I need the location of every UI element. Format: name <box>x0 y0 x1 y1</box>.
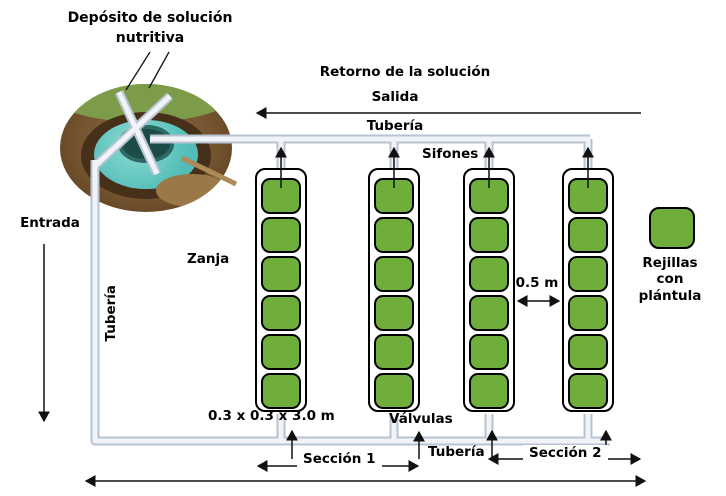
valvulas-label: Válvulas <box>389 411 453 427</box>
grid-with-seedling <box>374 256 414 292</box>
grid-with-seedling <box>261 295 301 331</box>
grid-with-seedling <box>469 217 509 253</box>
grid-with-seedling <box>469 178 509 214</box>
grid-with-seedling <box>261 178 301 214</box>
grid-with-seedling <box>374 295 414 331</box>
deposito-label: Depósito de solución nutritiva <box>67 10 233 47</box>
tuberia-left-label: Tubería <box>102 284 119 342</box>
soil-mound <box>156 173 229 207</box>
grid-with-seedling <box>568 256 608 292</box>
channel-3 <box>463 168 515 412</box>
grid-with-seedling <box>374 373 414 409</box>
grid-with-seedling <box>261 217 301 253</box>
sifones-label: Sifones <box>422 146 479 162</box>
grid-with-seedling <box>469 256 509 292</box>
salida-label: Salida <box>371 89 419 105</box>
rejillas-label: Rejillas con plántula <box>638 255 702 304</box>
grid-with-seedling <box>374 334 414 370</box>
grid-with-seedling <box>469 334 509 370</box>
grid-with-seedling <box>568 334 608 370</box>
zanja-label: Zanja <box>187 251 230 267</box>
grid-with-seedling <box>469 295 509 331</box>
sample-grid-with-seedling <box>649 207 695 249</box>
grid-with-seedling <box>568 373 608 409</box>
channel-2 <box>368 168 420 412</box>
grid-with-seedling <box>568 217 608 253</box>
grid-with-seedling <box>568 295 608 331</box>
grid-with-seedling <box>469 373 509 409</box>
grid-with-seedling <box>374 217 414 253</box>
grid-with-seedling <box>261 373 301 409</box>
channel-1 <box>255 168 307 412</box>
grid-with-seedling <box>568 178 608 214</box>
grid-with-seedling <box>261 256 301 292</box>
tuberia-top-label: Tubería <box>366 118 424 134</box>
entrada-label: Entrada <box>20 215 80 231</box>
seccion1-label: Sección 1 <box>297 451 382 468</box>
grid-with-seedling <box>374 178 414 214</box>
tank-outlet-pipe <box>180 155 238 187</box>
row-gap-label: 0.5 m <box>515 275 559 291</box>
channel-4 <box>562 168 614 412</box>
channel-dimensions-label: 0.3 x 0.3 x 3.0 m <box>208 408 335 424</box>
tuberia-bottom-label: Tubería <box>428 444 485 460</box>
grid-with-seedling <box>261 334 301 370</box>
seccion2-label: Sección 2 <box>523 445 608 462</box>
retorno-label: Retorno de la solución <box>319 64 491 80</box>
